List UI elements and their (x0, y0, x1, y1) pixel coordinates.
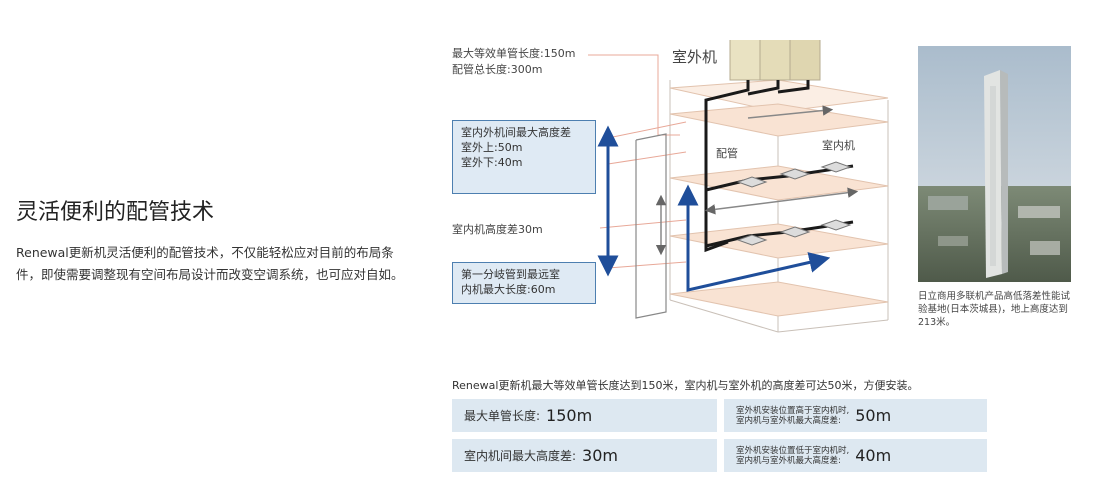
height-difference-box: 室内外机间最大高度差 室外上:50m 室外下:40m (452, 120, 596, 194)
spec-max-pipe-length: 最大单管长度: 150m (452, 399, 717, 432)
total-pipe-length-label: 配管总长度:300m (452, 63, 543, 76)
section-description: Renewal更新机灵活便利的配管技术，不仅能轻松应对目前的布局条件，即使需要调… (16, 245, 404, 282)
spec-indoor-height-diff: 室内机间最大高度差: 30m (452, 439, 717, 472)
test-tower-photo (918, 46, 1071, 282)
branch-arrow (677, 184, 831, 292)
max-pipe-length-label: 最大等效单管长度:150m (452, 47, 576, 60)
spec-outdoor-below: 室外机安装位置低于室内机时,室内机与室外机最大高度差: 40m (724, 439, 987, 472)
building-illustration (588, 40, 889, 333)
branch-length-box: 第一分岐管到最远室 内机最大长度:60m (452, 262, 596, 304)
summary-text: Renewal更新机最大等效单管长度达到150米，室内机与室外机的高度差可达50… (452, 379, 919, 392)
piping-label: 配管 (716, 147, 738, 160)
section-title: 灵活便利的配管技术 (16, 200, 215, 225)
spec-outdoor-above: 室外机安装位置高于室内机时,室内机与室外机最大高度差: 50m (724, 399, 987, 432)
piping-diagram: 最大等效单管长度:150m 配管总长度:300m 室外机 配管 室内机 室内外机… (448, 40, 908, 370)
outdoor-unit-icon (729, 40, 821, 81)
outdoor-unit-label: 室外机 (672, 48, 718, 66)
indoor-height-diff-label: 室内机高度差30m (452, 223, 543, 236)
photo-caption: 日立商用多联机产品高低落差性能试验基地(日本茨城县)，地上高度达到213米。 (918, 291, 1071, 328)
indoor-unit-label: 室内机 (822, 139, 855, 152)
